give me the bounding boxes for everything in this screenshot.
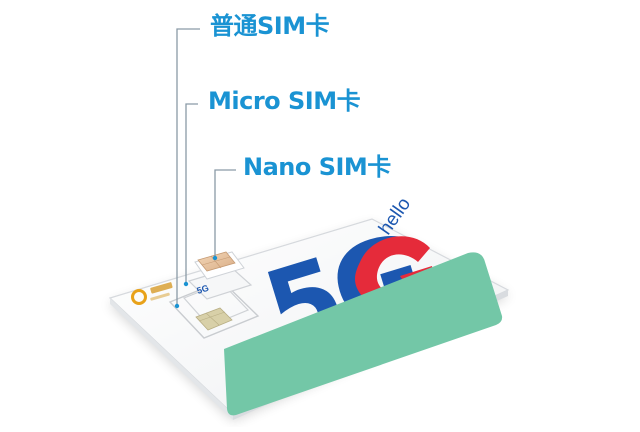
micro-sim-label: Micro SIM卡: [208, 87, 361, 115]
nano-sim-leader: [214, 169, 236, 258]
micro-sim-leader-dot: [183, 281, 189, 287]
embedded-chip: [195, 307, 233, 331]
nano-sim-leader-dot: [212, 255, 218, 261]
card-edge-left: [110, 298, 233, 420]
callout-leaders: [176, 28, 236, 306]
nano-sim-card: [194, 251, 245, 280]
small-5g-mark: 5G: [196, 283, 211, 296]
nano-sim-label: Nano SIM卡: [243, 153, 391, 181]
micro-sim-leader: [185, 103, 198, 284]
carrier-logo-icon: [131, 289, 147, 305]
redaction-block: [224, 252, 503, 416]
standard-sim-leader: [176, 28, 200, 306]
carrier-logo: [131, 282, 173, 305]
standard-sim-leader-dot: [174, 303, 180, 309]
standard-sim-label: 普通SIM卡: [210, 12, 330, 40]
